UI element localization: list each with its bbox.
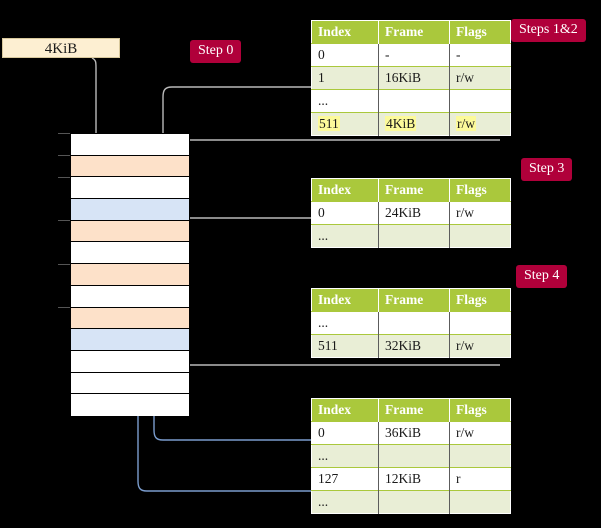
table-row: 0-- bbox=[311, 43, 511, 67]
cell-frame: 16KiB bbox=[378, 66, 450, 90]
cell-frame: 32KiB bbox=[378, 334, 450, 358]
step-badge-4: Step 4 bbox=[516, 265, 568, 288]
cell-index: ... bbox=[311, 490, 379, 514]
cell-flags bbox=[449, 490, 511, 514]
memory-cell bbox=[71, 220, 189, 243]
column-header-index: Index bbox=[311, 178, 379, 202]
cell-flags: - bbox=[449, 43, 511, 67]
cell-flags bbox=[449, 224, 511, 248]
table-row: ... bbox=[311, 89, 511, 113]
cell-index: 1 bbox=[311, 66, 379, 90]
table-row: ... bbox=[311, 311, 511, 335]
memory-cell bbox=[71, 394, 189, 416]
cell-flags bbox=[449, 444, 511, 468]
cell-flags: r/w bbox=[449, 421, 511, 445]
table-row: ... bbox=[311, 224, 511, 248]
table-row: ... bbox=[311, 490, 511, 514]
memory-cell bbox=[71, 329, 189, 351]
tick-mark bbox=[58, 220, 72, 221]
column-header-flags: Flags bbox=[449, 398, 511, 422]
cell-frame bbox=[378, 490, 450, 514]
cell-frame bbox=[378, 89, 450, 113]
cell-index: 511 bbox=[311, 112, 379, 136]
highlighted-value: 511 bbox=[318, 116, 340, 131]
memory-cell bbox=[71, 199, 189, 221]
cell-index: ... bbox=[311, 224, 379, 248]
memory-cell bbox=[71, 177, 189, 200]
step-badge-3: Step 3 bbox=[521, 158, 573, 181]
memory-cell bbox=[71, 264, 189, 286]
cell-flags bbox=[449, 311, 511, 335]
cell-frame: - bbox=[378, 43, 450, 67]
table-row: ... bbox=[311, 444, 511, 468]
cell-flags: r/w bbox=[449, 112, 511, 136]
cell-frame bbox=[378, 444, 450, 468]
memory-cell bbox=[71, 372, 189, 395]
cell-index: 127 bbox=[311, 467, 379, 491]
cell-index: 0 bbox=[311, 43, 379, 67]
highlighted-value: 4KiB bbox=[385, 116, 417, 131]
column-header-flags: Flags bbox=[449, 20, 511, 44]
tick-mark bbox=[58, 264, 72, 265]
column-header-frame: Frame bbox=[378, 288, 450, 312]
cell-index: 0 bbox=[311, 421, 379, 445]
column-header-frame: Frame bbox=[378, 398, 450, 422]
column-header-index: Index bbox=[311, 20, 379, 44]
column-header-flags: Flags bbox=[449, 178, 511, 202]
column-header-frame: Frame bbox=[378, 178, 450, 202]
cell-flags: r/w bbox=[449, 334, 511, 358]
memory-cell bbox=[71, 285, 189, 308]
cell-flags bbox=[449, 89, 511, 113]
step-badge-1-2: Steps 1&2 bbox=[511, 19, 586, 42]
cell-frame: 12KiB bbox=[378, 467, 450, 491]
column-header-flags: Flags bbox=[449, 288, 511, 312]
tick-mark bbox=[58, 133, 72, 134]
memory-cell bbox=[71, 307, 189, 330]
table-row: 511 4KiB r/w bbox=[311, 112, 511, 136]
memory-cell bbox=[71, 134, 189, 156]
cell-frame bbox=[378, 311, 450, 335]
cell-index: ... bbox=[311, 311, 379, 335]
cell-frame: 36KiB bbox=[378, 421, 450, 445]
memory-cell bbox=[71, 242, 189, 265]
cell-index: 0 bbox=[311, 201, 379, 225]
tick-mark bbox=[58, 155, 72, 156]
memory-cell bbox=[71, 350, 189, 373]
memory-cell bbox=[71, 155, 189, 178]
highlighted-value: r/w bbox=[456, 116, 476, 131]
cell-frame bbox=[378, 224, 450, 248]
cell-index: 511 bbox=[311, 334, 379, 358]
column-header-index: Index bbox=[311, 398, 379, 422]
cell-flags: r bbox=[449, 467, 511, 491]
cell-index: ... bbox=[311, 89, 379, 113]
tick-mark bbox=[58, 307, 72, 308]
cell-frame: 24KiB bbox=[378, 201, 450, 225]
cell-flags: r/w bbox=[449, 66, 511, 90]
column-header-index: Index bbox=[311, 288, 379, 312]
step-badge-0: Step 0 bbox=[190, 40, 242, 63]
cell-frame: 4KiB bbox=[378, 112, 450, 136]
tick-mark bbox=[58, 177, 72, 178]
cell-flags: r/w bbox=[449, 201, 511, 225]
size-label-4kib: 4KiB bbox=[2, 38, 120, 58]
column-header-frame: Frame bbox=[378, 20, 450, 44]
physical-memory-column bbox=[70, 133, 190, 416]
cell-index: ... bbox=[311, 444, 379, 468]
